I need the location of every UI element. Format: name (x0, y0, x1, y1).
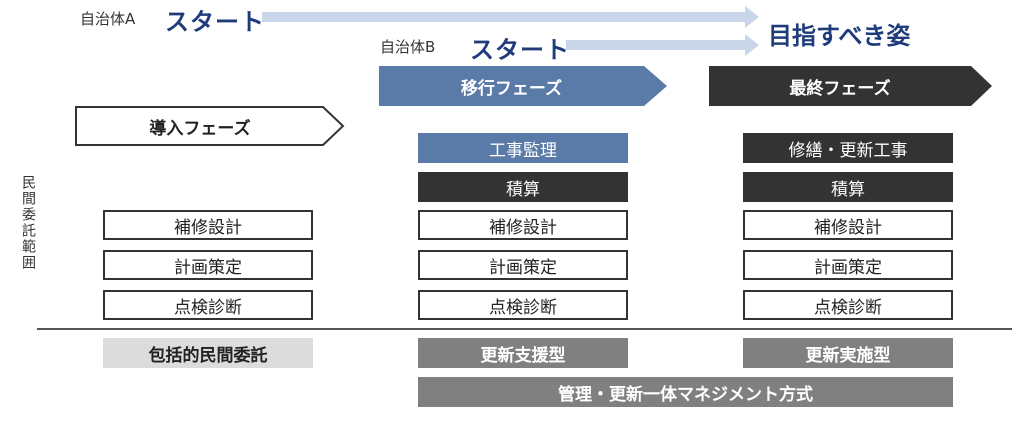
start-b-arrow-shaft (566, 40, 747, 50)
transition-phase-arrow (379, 66, 667, 106)
final-phase-label: 最終フェーズ (789, 78, 891, 99)
transition-repair-design: 補修設計 (418, 210, 628, 240)
intro-repair-design: 補修設計 (103, 210, 313, 240)
transition-phase-label: 移行フェーズ (460, 78, 563, 99)
section-divider (37, 328, 1012, 330)
final-phase-arrow (709, 66, 992, 106)
transition-inspection-diagnosis: 点検診断 (418, 290, 628, 320)
intro-phase-label: 導入フェーズ (149, 118, 251, 139)
intro-inspection-diagnosis: 点検診断 (103, 290, 313, 320)
type-integrated-management: 管理・更新一体マネジメント方式 (418, 377, 953, 407)
type-renewal-implementation: 更新実施型 (743, 338, 953, 368)
type-comprehensive-outsourcing: 包括的民間委託 (103, 338, 313, 368)
outsourcing-scope-label: 民間委託範囲 (20, 175, 36, 271)
intro-phase-arrow (75, 106, 345, 146)
final-plan-formulation: 計画策定 (743, 250, 953, 280)
start-b-label: スタート (470, 36, 570, 64)
type-renewal-support: 更新支援型 (418, 338, 628, 368)
transition-estimation: 積算 (418, 172, 628, 202)
goal-label: 目指すべき姿 (768, 22, 911, 50)
final-repair-renewal-work: 修繕・更新工事 (743, 133, 953, 163)
intro-plan-formulation: 計画策定 (103, 250, 313, 280)
start-a-arrow-head (745, 6, 759, 28)
municipality-a-label: 自治体A (80, 10, 136, 28)
start-a-arrow-shaft (262, 12, 747, 22)
final-repair-design: 補修設計 (743, 210, 953, 240)
start-a-label: スタート (165, 8, 265, 36)
final-inspection-diagnosis: 点検診断 (743, 290, 953, 320)
transition-construction-supervision: 工事監理 (418, 133, 628, 163)
transition-plan-formulation: 計画策定 (418, 250, 628, 280)
start-b-arrow-head (745, 34, 759, 56)
final-estimation: 積算 (743, 172, 953, 202)
municipality-b-label: 自治体B (380, 38, 436, 56)
